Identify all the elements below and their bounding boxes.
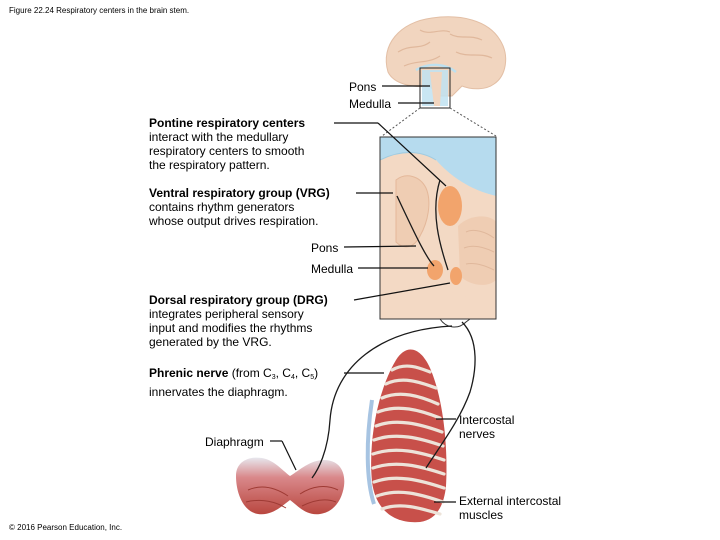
vrg-callout: Ventral respiratory group (VRG) contains… (149, 186, 330, 228)
external-intercostal-muscles-label: External intercostal muscles (459, 494, 562, 522)
phrenic-c3: 3 (271, 374, 276, 381)
rib-cage (365, 349, 447, 523)
phrenic-description: innervates the diaphragm. (149, 385, 288, 399)
figure-caption: Figure 22.24 Respiratory centers in the … (9, 6, 190, 15)
pontine-respiratory-centers-callout: Pontine respiratory centers interact wit… (149, 116, 305, 172)
phrenic-title-line: Phrenic nerve (from C3, C4, C5) (149, 366, 318, 385)
brain-thumbnail (385, 16, 507, 109)
brain-stem-panel (379, 136, 497, 320)
intercostal-nerves-label: Intercostal nerves (459, 413, 515, 441)
vrg-description: contains rhythm generators whose output … (149, 200, 319, 228)
ventral-respiratory-group-mark (427, 260, 443, 280)
dorsal-respiratory-group-mark (450, 267, 462, 285)
pontine-respiratory-center (438, 186, 462, 226)
medulla-label-top: Medulla (349, 97, 392, 111)
prc-description: interact with the medullary respiratory … (149, 130, 305, 172)
nerve-pathways (311, 179, 476, 479)
phrenic-c4: 4 (290, 374, 295, 381)
diaphragm-label: Diaphragm (205, 435, 264, 449)
drg-callout: Dorsal respiratory group (DRG) integrate… (149, 293, 328, 349)
copyright-notice: © 2016 Pearson Education, Inc. (9, 523, 123, 532)
thumbnail-zoom-box (419, 67, 451, 109)
drg-title: Dorsal respiratory group (DRG) (149, 293, 328, 307)
leader-lines (270, 85, 456, 503)
medulla-label-bottom: Medulla (311, 262, 354, 276)
phrenic-close: ) (314, 366, 319, 380)
drg-description: integrates peripheral sensory input and … (149, 307, 313, 349)
prc-title: Pontine respiratory centers (149, 116, 306, 130)
phrenic-from: (from C (231, 366, 272, 380)
phrenic-sep1: , C (275, 366, 291, 380)
phrenic-nerve-callout: Phrenic nerve (from C3, C4, C5) innervat… (149, 366, 318, 399)
diaphragm-muscle (236, 457, 345, 515)
phrenic-c5: 5 (310, 374, 315, 381)
phrenic-title: Phrenic nerve (149, 366, 229, 380)
vrg-title: Ventral respiratory group (VRG) (149, 186, 330, 200)
pons-label-bottom: Pons (311, 241, 339, 255)
phrenic-sep2: , C (294, 366, 311, 380)
pons-label-top: Pons (349, 80, 377, 94)
